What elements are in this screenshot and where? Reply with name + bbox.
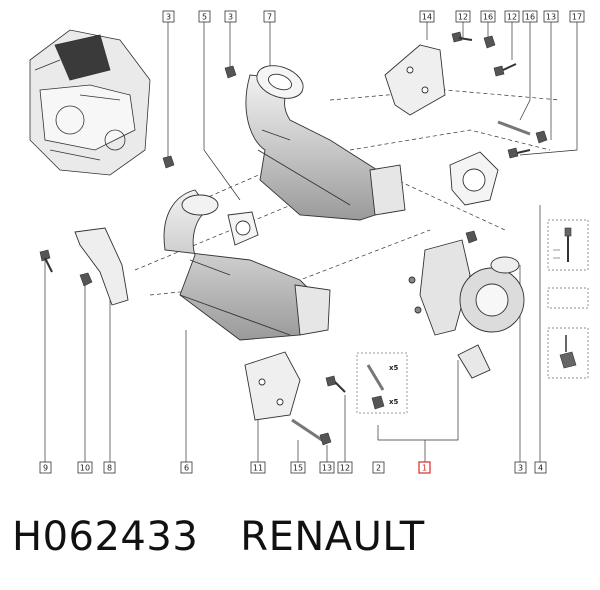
callout-leaders — [44, 20, 578, 462]
heat-shield-bracket — [384, 44, 446, 116]
svg-text:3: 3 — [228, 13, 233, 22]
svg-text:1: 1 — [422, 464, 427, 473]
svg-text:4: 4 — [538, 464, 543, 473]
callout-bottom-3: 3 — [514, 461, 527, 474]
svg-text:12: 12 — [340, 464, 350, 473]
svg-text:3: 3 — [166, 13, 171, 22]
callout-bottom-8: 8 — [103, 461, 116, 474]
svg-text:13: 13 — [322, 464, 332, 473]
stud-quantity: x5 — [389, 364, 399, 372]
bolt-lower-center — [325, 375, 346, 393]
svg-text:9: 9 — [43, 464, 48, 473]
svg-text:6: 6 — [184, 464, 189, 473]
callout-top-12a: 12 — [455, 10, 471, 23]
bolt-left — [39, 249, 53, 273]
svg-text:14: 14 — [422, 13, 432, 22]
bolt-tightening-icon — [553, 227, 572, 262]
svg-text:16: 16 — [525, 13, 535, 22]
symbol-panel — [547, 219, 589, 379]
callout-top-17: 17 — [569, 10, 585, 23]
svg-text:5: 5 — [202, 13, 207, 22]
svg-text:11: 11 — [253, 464, 263, 473]
callout-bottom-10: 10 — [77, 461, 93, 474]
callout-bottom-13: 13 — [319, 461, 335, 474]
part-caption: H062433 RENAULT — [12, 514, 592, 574]
stud-right — [497, 120, 531, 136]
svg-text:15: 15 — [293, 464, 303, 473]
callout-top-3a: 3 — [162, 10, 175, 23]
bolt-right — [493, 63, 517, 77]
stud-lower — [291, 418, 323, 442]
nut-upper-left — [162, 155, 175, 169]
nut-turbo — [465, 230, 478, 244]
exhaust-manifold-exploded-diagram: x5 x5 3 5 3 7 14 12 16 12 16 13 17 9 10 … — [29, 10, 589, 474]
callout-top-16b: 16 — [522, 10, 538, 23]
nut-left — [79, 272, 93, 287]
callout-top-12b: 12 — [504, 10, 520, 23]
nut-top-right — [483, 35, 496, 49]
svg-text:2: 2 — [376, 464, 381, 473]
bolt-top-right — [451, 31, 473, 43]
callout-bottom-1: 1 — [418, 461, 431, 474]
part-number: H062433 — [12, 514, 199, 560]
callout-top-16a: 16 — [480, 10, 496, 23]
svg-text:13: 13 — [546, 13, 556, 22]
svg-text:7: 7 — [267, 13, 272, 22]
svg-text:10: 10 — [80, 464, 90, 473]
callout-bottom-11: 11 — [250, 461, 266, 474]
torque-symbols — [553, 227, 577, 369]
callout-bottom-9: 9 — [39, 461, 52, 474]
gaskets — [227, 151, 499, 246]
svg-text:12: 12 — [507, 13, 517, 22]
callouts-bottom: 9 10 8 6 11 15 13 12 2 1 3 4 — [39, 461, 547, 474]
callout-bottom-4: 4 — [534, 461, 547, 474]
engine-thumbnail — [29, 29, 151, 176]
support-bracket — [244, 351, 301, 421]
fasteners — [39, 31, 548, 446]
lower-manifold-catalyst — [163, 189, 331, 341]
brand-name: RENAULT — [240, 514, 425, 560]
callouts-top: 3 5 3 7 14 12 16 12 16 13 17 — [162, 10, 585, 23]
callout-bottom-6: 6 — [180, 461, 193, 474]
nut-top-center — [224, 65, 237, 79]
nut-quantity: x5 — [389, 398, 399, 406]
callout-top-13: 13 — [543, 10, 559, 23]
svg-text:8: 8 — [107, 464, 112, 473]
svg-text:12: 12 — [458, 13, 468, 22]
callout-bottom-12: 12 — [337, 461, 353, 474]
quantity-box — [356, 352, 408, 414]
svg-text:17: 17 — [572, 13, 582, 22]
callout-top-5: 5 — [198, 10, 211, 23]
callout-bottom-15: 15 — [290, 461, 306, 474]
callout-top-7: 7 — [263, 10, 276, 23]
callout-top-3b: 3 — [224, 10, 237, 23]
turbocharger — [408, 239, 525, 379]
stud-x5 — [366, 364, 385, 391]
callout-bottom-2: 2 — [372, 461, 385, 474]
svg-text:3: 3 — [518, 464, 523, 473]
upper-manifold-catalyst — [245, 65, 406, 221]
bolt-right-lower — [507, 147, 531, 159]
callout-top-14: 14 — [419, 10, 435, 23]
nut-right — [535, 130, 548, 144]
nut-tightening-icon — [559, 335, 577, 369]
svg-text:16: 16 — [483, 13, 493, 22]
nut-lower — [319, 432, 332, 446]
nut-x5 — [371, 395, 385, 410]
pipe-bracket — [74, 227, 129, 306]
